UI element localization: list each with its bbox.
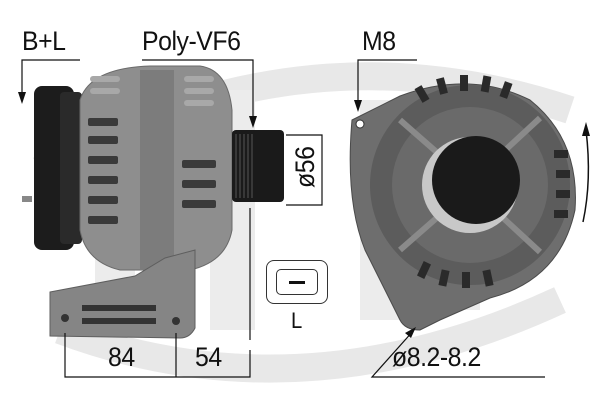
regulator-code-label: L	[291, 308, 302, 333]
rotation-arrow-icon	[582, 122, 590, 223]
pulley-diameter-label: ø56	[290, 146, 320, 188]
pulley-type-label: Poly-VF6	[142, 26, 241, 56]
terminal-label: B+L	[22, 26, 66, 56]
minus-icon	[289, 281, 305, 284]
hole-diameter-label: ø8.2-8.2	[392, 342, 481, 372]
regulator-inner-box	[276, 269, 318, 295]
thread-label: M8	[362, 26, 396, 56]
mount-distance-left-label: 84	[108, 342, 135, 372]
mount-distance-right-label: 54	[195, 342, 222, 372]
regulator-symbol-icon	[266, 260, 328, 304]
